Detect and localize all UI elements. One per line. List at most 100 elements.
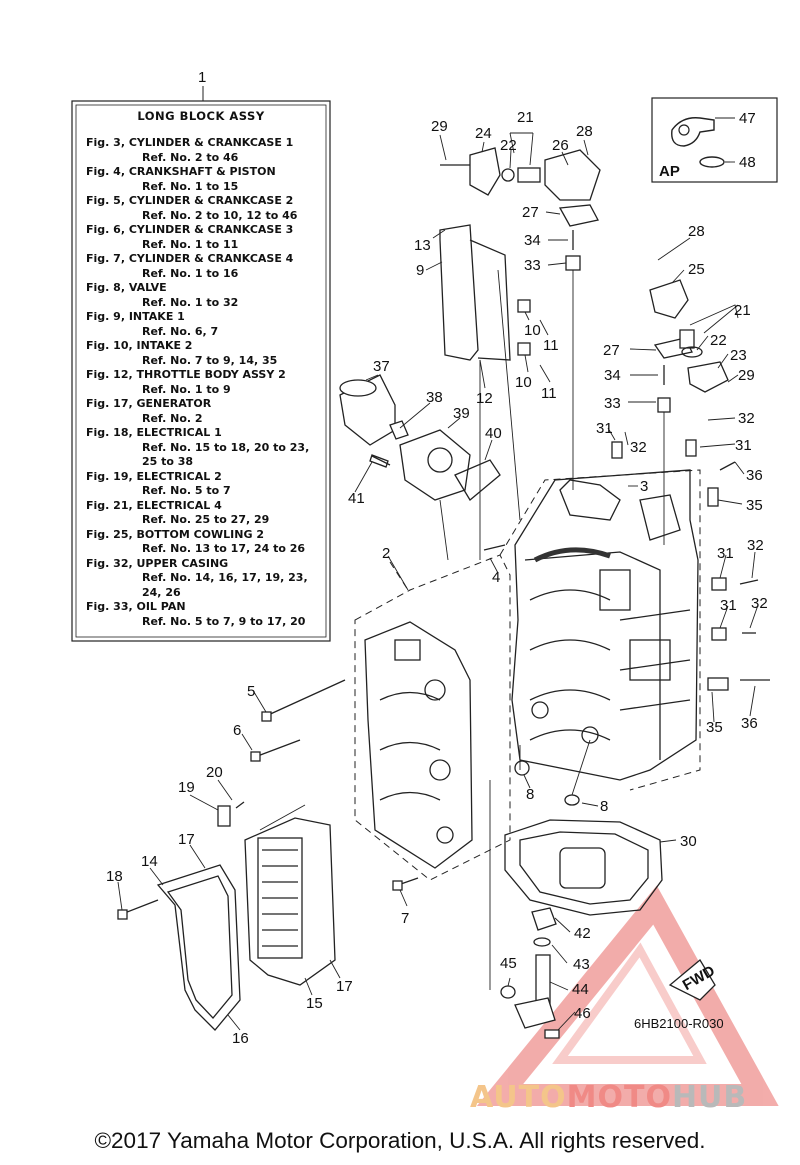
legend-fig: Fig. 7, CYLINDER & CRANKCASE 4 xyxy=(86,252,294,265)
bolts xyxy=(117,439,770,920)
callout-36: 36 xyxy=(746,467,763,484)
callout-31d: 31 xyxy=(720,597,737,614)
legend-title: LONG BLOCK ASSY xyxy=(137,109,265,123)
callout-45: 45 xyxy=(500,955,517,972)
legend-refs: Ref. No. 7 to 9, 14, 35 xyxy=(142,353,278,367)
callout-17: 17 xyxy=(178,831,195,848)
callout-32b: 32 xyxy=(630,439,647,456)
callout-32: 32 xyxy=(738,410,755,427)
callout-28b: 28 xyxy=(688,223,705,240)
legend-refs: Ref. No. 5 to 7, 9 to 17, 20 xyxy=(142,614,306,628)
callout-27b: 27 xyxy=(603,342,620,359)
callout-39: 39 xyxy=(453,405,470,422)
legend-box xyxy=(71,86,331,642)
legend-fig: Fig. 5, CYLINDER & CRANKCASE 2 xyxy=(86,194,294,207)
callout-21b: 21 xyxy=(734,302,751,319)
callout-10b: 10 xyxy=(515,374,532,391)
callout-3: 3 xyxy=(640,478,648,495)
legend-fig: Fig. 3, CYLINDER & CRANKCASE 1 xyxy=(86,136,294,149)
callout-23: 23 xyxy=(730,347,747,364)
callout-47: 47 xyxy=(739,110,756,127)
callout-25: 25 xyxy=(688,261,705,278)
callout-24: 24 xyxy=(475,125,492,142)
callout-29b: 29 xyxy=(738,367,755,384)
leader-lines xyxy=(117,117,759,1031)
callout-labels: 1 47 48 29 24 21 22 26 28 27 34 33 13 9 … xyxy=(106,69,768,1047)
legend-fig: Fig. 32, UPPER CASING xyxy=(86,556,229,570)
legend-fig: Fig. 19, ELECTRICAL 2 xyxy=(86,469,222,483)
legend-refs: Ref. No. 1 to 32 xyxy=(142,295,239,309)
legend-refs: Ref. No. 5 to 7 xyxy=(142,484,231,497)
callout-29: 29 xyxy=(431,118,448,135)
callout-19: 19 xyxy=(178,779,195,796)
callout-8b: 8 xyxy=(600,798,608,815)
callout-32c: 32 xyxy=(747,537,764,554)
cylinder-head xyxy=(364,621,473,869)
callout-4: 4 xyxy=(492,569,500,586)
callout-33: 33 xyxy=(524,257,541,274)
callout-31c: 31 xyxy=(717,545,734,562)
legend-fig: Fig. 21, ELECTRICAL 4 xyxy=(86,498,222,512)
callout-22b: 22 xyxy=(710,332,727,349)
legend-refs: Ref. No. 1 to 9 xyxy=(142,382,231,396)
callout-27: 27 xyxy=(522,204,539,221)
callout-20: 20 xyxy=(206,764,223,781)
legend-refs: Ref. No. 6, 7 xyxy=(142,324,219,338)
callout-22: 22 xyxy=(500,137,517,154)
legend-refs: Ref. No. 1 to 16 xyxy=(142,266,239,280)
legend-fig: Fig. 10, INTAKE 2 xyxy=(86,339,193,352)
callout-33b: 33 xyxy=(604,395,621,412)
callout-16: 16 xyxy=(232,1030,249,1047)
legend-fig: Fig. 18, ELECTRICAL 1 xyxy=(86,426,222,439)
callout-31: 31 xyxy=(596,420,613,437)
ap-label: AP xyxy=(659,163,680,180)
callout-44: 44 xyxy=(572,981,589,998)
callout-8: 8 xyxy=(526,786,534,803)
callout-34b: 34 xyxy=(604,367,621,384)
crankcase-block xyxy=(511,469,699,781)
gasket xyxy=(504,819,663,916)
callout-30: 30 xyxy=(680,833,697,850)
callout-46: 46 xyxy=(574,1005,591,1022)
callout-38: 38 xyxy=(426,389,443,406)
legend-refs: Ref. No. 15 to 18, 20 to 23, 25 to 38 xyxy=(142,440,310,469)
callout-32d: 32 xyxy=(751,595,768,612)
callout-28: 28 xyxy=(576,123,593,140)
callout-2: 2 xyxy=(382,545,390,562)
callout-26: 26 xyxy=(552,137,569,154)
callout-17b: 17 xyxy=(336,978,353,995)
callout-13: 13 xyxy=(414,237,431,254)
callout-5: 5 xyxy=(247,683,255,700)
watermark-part-1: AUTO xyxy=(470,1080,567,1115)
legend-fig: Fig. 12, THROTTLE BODY ASSY 2 xyxy=(86,368,286,381)
legend-refs: Ref. No. 13 to 17, 24 to 26 xyxy=(142,542,306,555)
exhaust-cover xyxy=(156,805,336,1031)
legend-fig: Fig. 9, INTAKE 1 xyxy=(86,310,185,323)
callout-31b: 31 xyxy=(735,437,752,454)
callout-48: 48 xyxy=(739,154,756,171)
callout-35b: 35 xyxy=(706,719,723,736)
callout-40: 40 xyxy=(485,425,502,442)
legend-fig: Fig. 33, OIL PAN xyxy=(86,600,186,613)
callout-11: 11 xyxy=(543,337,559,354)
legend-refs: Ref. No. 25 to 27, 29 xyxy=(142,513,270,526)
callout-37: 37 xyxy=(373,358,390,375)
legend-refs: Ref. No. 1 to 15 xyxy=(142,179,239,193)
callout-21: 21 xyxy=(517,109,534,126)
callout-35: 35 xyxy=(746,497,763,514)
legend-fig: Fig. 6, CYLINDER & CRANKCASE 3 xyxy=(86,223,294,236)
callout-41: 41 xyxy=(348,490,365,507)
legend-fig: Fig. 25, BOTTOM COWLING 2 xyxy=(86,527,264,541)
legend-fig: Fig. 4, CRANKSHAFT & PISTON xyxy=(86,165,276,178)
